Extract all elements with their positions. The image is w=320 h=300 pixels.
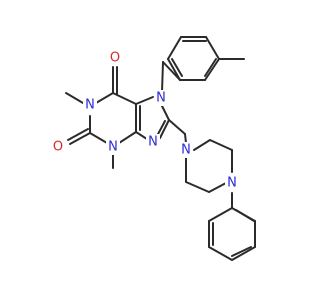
atom-symbol: N [108,140,118,155]
atom-symbol: N [156,91,166,106]
oxygen-atom-c6: O [108,50,122,66]
atom-symbol: N [85,98,95,113]
nitrogen-atom-n3: N [106,139,120,155]
atom-symbol: N [181,143,191,158]
atom-symbol: N [148,135,158,150]
nitrogen-atom-n9: N [146,134,160,150]
nitrogen-atom-n1: N [83,97,97,113]
atom-labels: O O N N N N N N [51,50,239,191]
atom-symbol: N [227,176,237,191]
molecule-structure-diagram: O O N N N N N N [51,36,256,261]
atom-symbol: O [110,51,120,66]
nitrogen-atom-piperazine-4: N [225,175,239,191]
nitrogen-atom-piperazine-1: N [179,142,193,158]
atom-symbol: O [53,140,63,155]
oxygen-atom-c2: O [51,139,65,155]
nitrogen-atom-n7: N [154,90,168,106]
bond-lines [65,36,256,261]
